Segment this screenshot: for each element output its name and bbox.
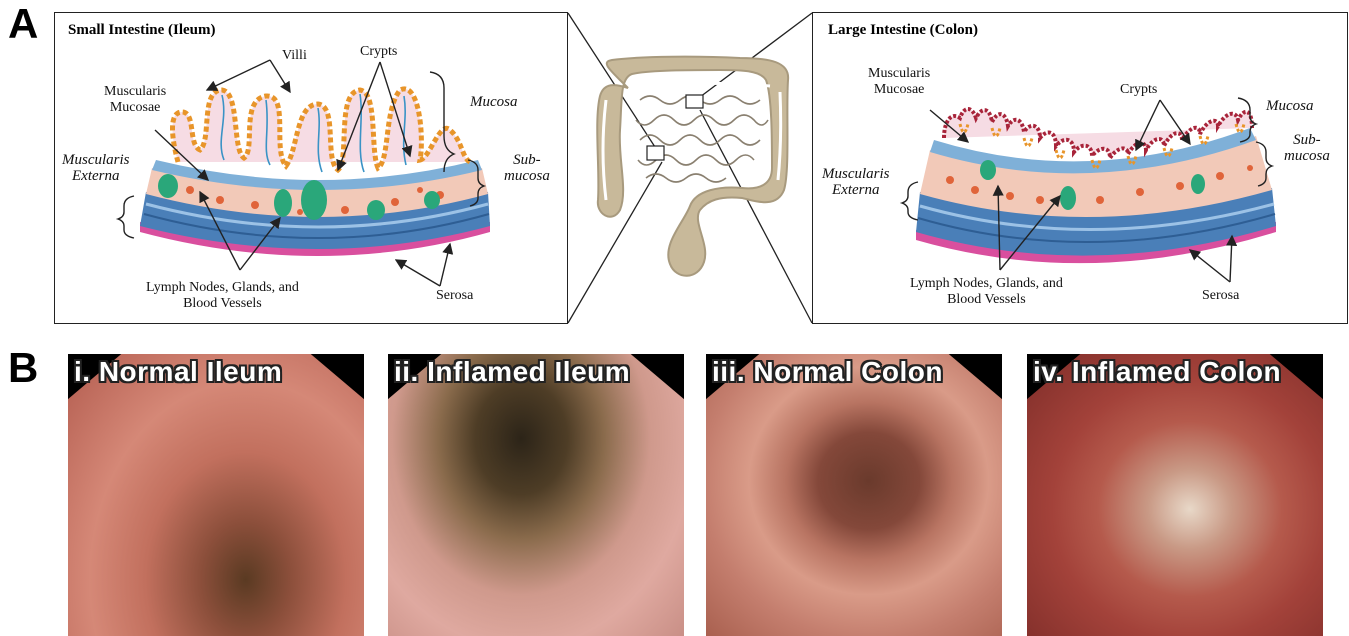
photo-label: iii. Normal Colon bbox=[712, 356, 943, 388]
si-serosa-label: Serosa bbox=[436, 288, 473, 304]
li-muscularis-externa-label: Muscularis Externa bbox=[822, 166, 890, 198]
si-submucosa-label: Sub- mucosa bbox=[504, 152, 550, 184]
li-lymph-label: Lymph Nodes, Glands, and Blood Vessels bbox=[910, 276, 1063, 308]
si-mucosa-label: Mucosa bbox=[470, 94, 518, 110]
photo-label: iv. Inflamed Colon bbox=[1033, 356, 1281, 388]
large-intestine-tissue bbox=[916, 109, 1276, 263]
si-lymph-label: Lymph Nodes, Glands, and Blood Vessels bbox=[146, 280, 299, 312]
photo-label: ii. Inflamed Ileum bbox=[394, 356, 630, 388]
panel-b-letter: B bbox=[8, 344, 38, 392]
photo-inflamed-ileum: ii. Inflamed Ileum bbox=[388, 354, 684, 636]
li-mucosa-label: Mucosa bbox=[1266, 98, 1314, 114]
li-crypts-label: Crypts bbox=[1120, 82, 1157, 98]
photo-label: i. Normal Ileum bbox=[74, 356, 282, 388]
li-serosa-label: Serosa bbox=[1202, 288, 1239, 304]
si-villi-label: Villi bbox=[282, 48, 307, 64]
si-muscularis-externa-label: Muscularis Externa bbox=[62, 152, 130, 184]
intestine-illustration bbox=[597, 57, 788, 276]
small-intestine-tissue bbox=[140, 89, 490, 256]
photo-inflamed-colon: iv. Inflamed Colon bbox=[1027, 354, 1323, 636]
li-muscularis-mucosae-label: Muscularis Mucosae bbox=[868, 66, 930, 98]
photo-normal-ileum: i. Normal Ileum bbox=[68, 354, 364, 636]
si-crypts-label: Crypts bbox=[360, 44, 397, 60]
si-muscularis-mucosae-label: Muscularis Mucosae bbox=[104, 84, 166, 116]
photo-normal-colon: iii. Normal Colon bbox=[706, 354, 1002, 636]
li-submucosa-label: Sub- mucosa bbox=[1284, 132, 1330, 164]
